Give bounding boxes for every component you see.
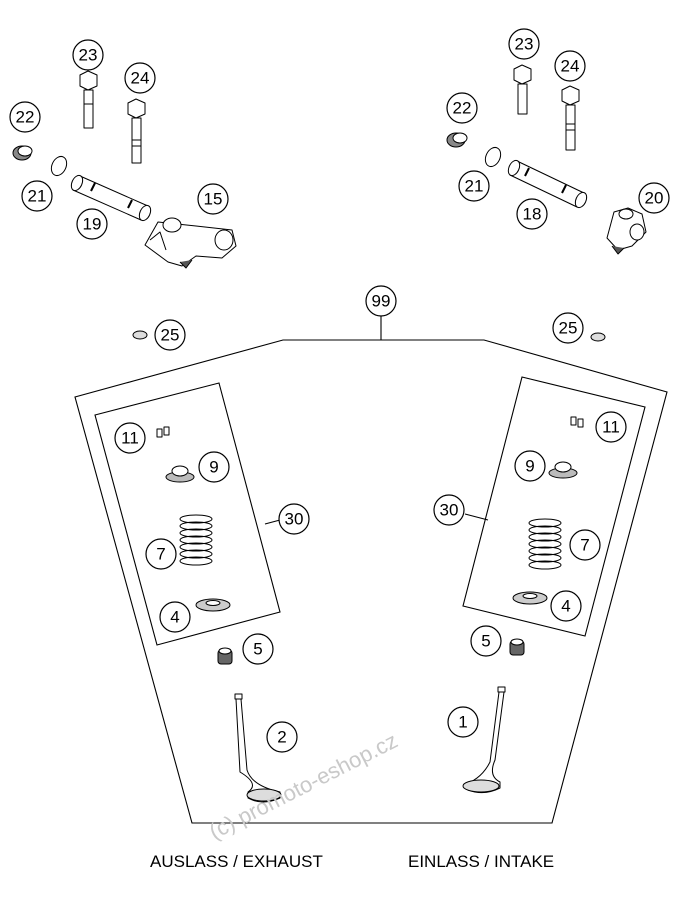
valve-stem-seal-5-right bbox=[509, 638, 525, 656]
callout-30-left: 30 bbox=[278, 503, 310, 535]
rocker-shaft-18 bbox=[507, 159, 588, 209]
callout-24-right: 24 bbox=[554, 50, 586, 82]
callout-4-left: 4 bbox=[159, 601, 191, 633]
intake-valve-1 bbox=[462, 686, 506, 794]
svg-text:99: 99 bbox=[372, 292, 391, 311]
svg-text:9: 9 bbox=[525, 457, 534, 476]
callout-21-left: 21 bbox=[21, 180, 53, 212]
callout-25-left: 25 bbox=[154, 319, 186, 351]
callout-5-left: 5 bbox=[242, 633, 274, 665]
svg-text:22: 22 bbox=[16, 108, 35, 127]
rocker-arm-15 bbox=[144, 217, 237, 269]
svg-text:24: 24 bbox=[131, 69, 150, 88]
callout-1: 1 bbox=[447, 706, 479, 738]
callout-5-right: 5 bbox=[470, 625, 502, 657]
svg-text:25: 25 bbox=[161, 326, 180, 345]
svg-text:24: 24 bbox=[561, 57, 580, 76]
spring-group-30-left bbox=[94, 382, 281, 646]
callout-4-right: 4 bbox=[550, 590, 582, 622]
bolt-23-left bbox=[79, 70, 98, 129]
o-ring-21-left bbox=[50, 155, 68, 177]
callout-9-right: 9 bbox=[514, 450, 546, 482]
svg-text:11: 11 bbox=[121, 429, 139, 448]
valve-spring-7-left bbox=[179, 514, 213, 566]
valve-spring-7-right bbox=[528, 518, 562, 570]
callout-22-right: 22 bbox=[446, 92, 478, 124]
spring-seat-4-right bbox=[512, 591, 548, 605]
callout-24-left: 24 bbox=[124, 62, 156, 94]
spring-retainer-9-left bbox=[165, 465, 195, 483]
svg-text:30: 30 bbox=[440, 501, 459, 520]
bolt-23-right bbox=[513, 64, 532, 115]
svg-text:19: 19 bbox=[83, 215, 102, 234]
shim-25-right bbox=[590, 332, 606, 342]
group-30-right-leader bbox=[464, 513, 489, 521]
callout-23-left: 23 bbox=[72, 39, 104, 71]
svg-text:1: 1 bbox=[458, 713, 467, 732]
callout-2: 2 bbox=[266, 721, 298, 753]
spring-seat-4-left bbox=[195, 598, 231, 612]
callout-25-right: 25 bbox=[552, 312, 584, 344]
callout-23-right: 23 bbox=[508, 28, 540, 60]
svg-text:20: 20 bbox=[645, 189, 664, 208]
svg-text:15: 15 bbox=[204, 190, 223, 209]
o-ring-21-right bbox=[484, 146, 502, 168]
svg-text:2: 2 bbox=[277, 728, 286, 747]
callout-7-right: 7 bbox=[569, 529, 601, 561]
valve-kit-outline bbox=[74, 339, 668, 824]
svg-text:9: 9 bbox=[209, 458, 218, 477]
svg-text:25: 25 bbox=[559, 319, 578, 338]
callout-30-right: 30 bbox=[433, 494, 465, 526]
callout-21-right: 21 bbox=[458, 170, 490, 202]
group-30-left-leader bbox=[264, 519, 281, 525]
svg-text:21: 21 bbox=[465, 177, 484, 196]
spring-group-30-right bbox=[462, 376, 646, 637]
callout-15: 15 bbox=[197, 183, 229, 215]
shim-25-left bbox=[132, 330, 148, 340]
callout-19: 19 bbox=[76, 208, 108, 240]
svg-text:7: 7 bbox=[156, 545, 165, 564]
svg-text:4: 4 bbox=[170, 608, 179, 627]
svg-text:23: 23 bbox=[79, 46, 98, 65]
valve-keepers-11-left bbox=[156, 426, 170, 438]
svg-text:7: 7 bbox=[580, 536, 589, 555]
callout-18: 18 bbox=[516, 198, 548, 230]
svg-text:21: 21 bbox=[28, 187, 47, 206]
callout-9-left: 9 bbox=[198, 451, 230, 483]
callout-20: 20 bbox=[638, 182, 670, 214]
intake-caption: EINLASS / INTAKE bbox=[408, 852, 555, 871]
svg-text:5: 5 bbox=[253, 640, 262, 659]
svg-text:22: 22 bbox=[453, 99, 472, 118]
exhaust-valve-2 bbox=[234, 693, 282, 803]
spring-retainer-9-right bbox=[548, 461, 578, 479]
callout-11-right: 11 bbox=[595, 411, 627, 443]
exhaust-caption: AUSLASS / EXHAUST bbox=[150, 852, 323, 871]
bolt-24-right bbox=[561, 85, 580, 151]
callout-22-left: 22 bbox=[9, 101, 41, 133]
callout-99: 99 bbox=[365, 285, 397, 317]
valve-keepers-11-right bbox=[570, 416, 584, 428]
rocker-shaft-19 bbox=[70, 174, 152, 222]
bolt-24-left bbox=[127, 98, 146, 164]
svg-text:30: 30 bbox=[285, 510, 304, 529]
svg-text:4: 4 bbox=[561, 597, 570, 616]
callout-7-left: 7 bbox=[145, 538, 177, 570]
plug-22-right bbox=[446, 132, 468, 148]
plug-22-left bbox=[12, 145, 33, 161]
svg-text:11: 11 bbox=[602, 418, 620, 437]
valve-stem-seal-5-left bbox=[217, 647, 233, 665]
rocker-arm-20 bbox=[606, 207, 647, 255]
svg-text:23: 23 bbox=[515, 35, 534, 54]
svg-text:5: 5 bbox=[481, 632, 490, 651]
svg-text:18: 18 bbox=[523, 205, 542, 224]
callout-11-left: 11 bbox=[114, 422, 146, 454]
